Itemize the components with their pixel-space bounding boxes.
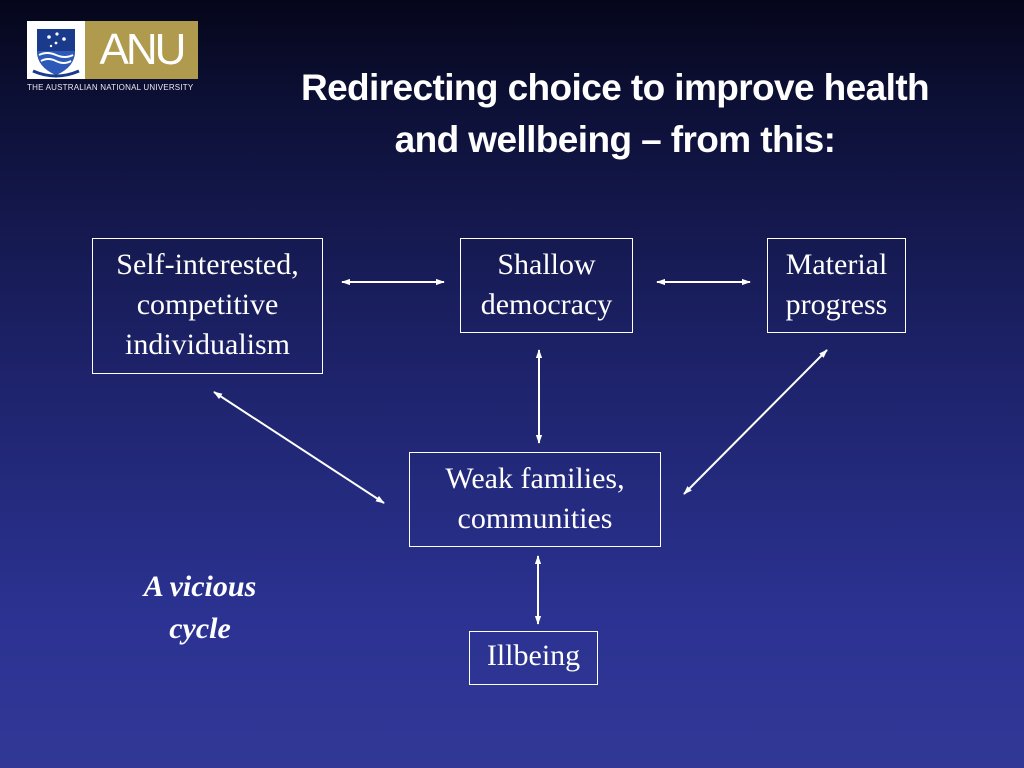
node-illbeing: Illbeing — [469, 631, 598, 685]
node-individualism-line-1: Self-interested, — [116, 248, 299, 281]
node-families-line-2: communities — [457, 502, 613, 535]
university-name: THE AUSTRALIAN NATIONAL UNIVERSITY — [27, 83, 194, 92]
vicious-cycle-caption: A vicious cycle — [100, 566, 300, 650]
node-families-line-1: Weak families, — [445, 462, 625, 495]
crest-icon — [27, 21, 85, 79]
arrow-progress-families — [683, 349, 828, 495]
title-line-1: Redirecting choice to improve health — [300, 67, 930, 108]
node-individualism-line-2: competitive — [136, 288, 279, 321]
node-democracy-line-2: democracy — [480, 288, 613, 321]
anu-wordmark: ANU — [85, 21, 198, 79]
node-progress-line-1: Material — [785, 248, 888, 281]
caption-line-2: cycle — [169, 612, 231, 645]
arrow-individualism-families — [213, 391, 385, 504]
node-progress: Material progress — [767, 238, 906, 333]
node-illbeing-line-1: Illbeing — [486, 639, 581, 672]
slide-title: Redirecting choice to improve health and… — [230, 62, 1000, 166]
title-line-2: and wellbeing – from this: — [394, 119, 836, 160]
node-individualism-line-3: individualism — [125, 328, 290, 361]
node-families: Weak families, communities — [409, 452, 661, 547]
caption-line-1: A vicious — [143, 570, 257, 603]
node-democracy-line-1: Shallow — [497, 248, 596, 281]
node-individualism: Self-interested, competitive individuali… — [92, 238, 323, 374]
node-democracy: Shallow democracy — [460, 238, 633, 333]
node-progress-line-2: progress — [785, 288, 888, 321]
